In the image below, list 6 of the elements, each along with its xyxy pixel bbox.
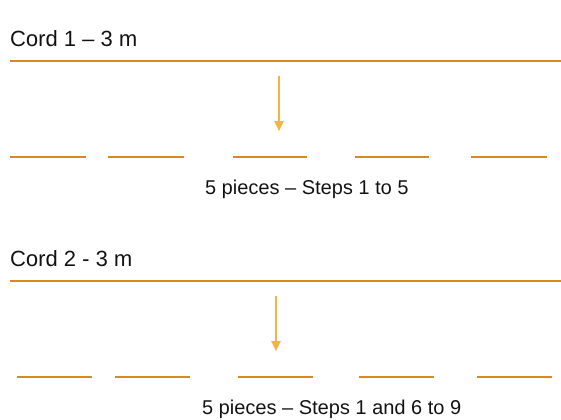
arrow	[274, 76, 284, 131]
arrow	[271, 296, 281, 351]
cord-label: Cord 2 - 3 m	[10, 246, 132, 272]
cord-label: Cord 1 – 3 m	[10, 26, 138, 52]
caption: 5 pieces – Steps 1 to 5	[205, 177, 408, 200]
caption: 5 pieces – Steps 1 and 6 to 9	[202, 397, 462, 420]
